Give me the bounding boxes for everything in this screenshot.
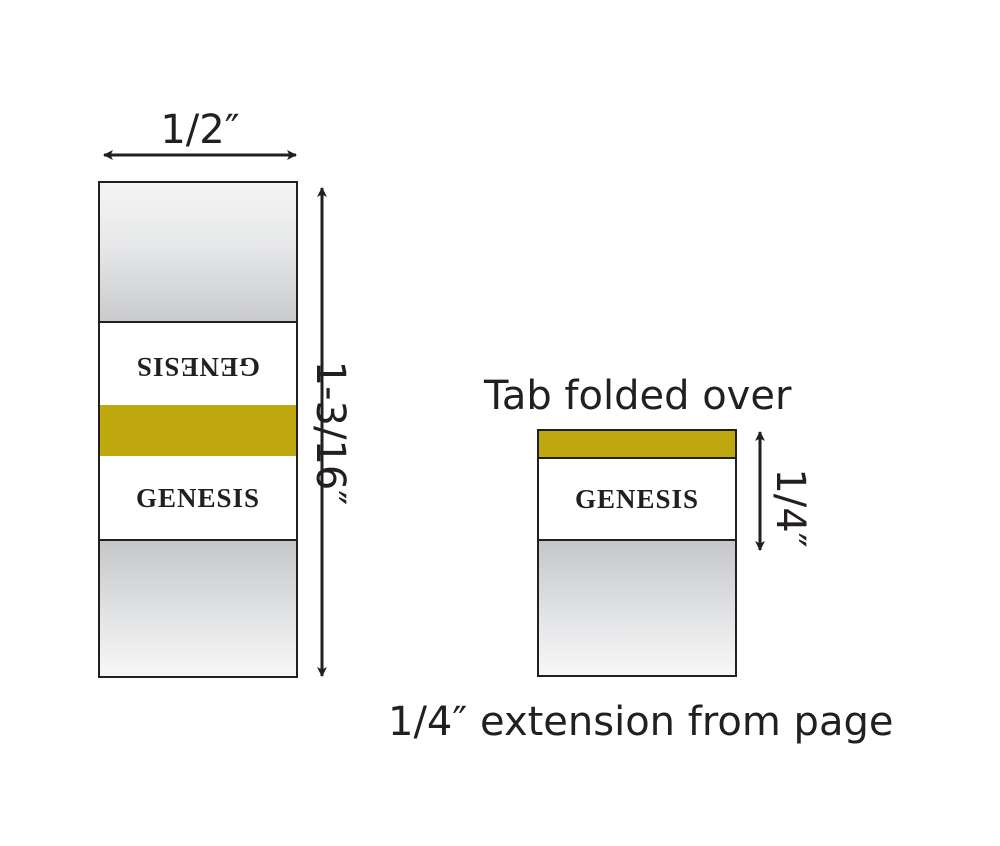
- folded-tab-clear-section: [539, 539, 735, 675]
- book-name-folded: GENESIS: [574, 484, 700, 514]
- gold-fold-band-folded: [539, 431, 735, 459]
- folded-tab: GENESIS: [537, 429, 737, 677]
- width-label: 1/2″: [160, 107, 240, 153]
- unfolded-tab: GENESIS GENESIS: [98, 181, 298, 678]
- book-name-upside-down: GENESIS: [135, 352, 261, 382]
- gold-fold-band: [100, 405, 296, 456]
- folded-title: Tab folded over: [484, 373, 792, 419]
- height-label: 1-3/16″: [307, 360, 353, 506]
- folded-height-label: 1/4″: [767, 468, 813, 548]
- tab-bottom-clear-section: [100, 539, 296, 676]
- tab-top-clear-section: [100, 183, 296, 323]
- extension-label: 1/4″ extension from page: [388, 699, 894, 745]
- book-name: GENESIS: [135, 483, 261, 513]
